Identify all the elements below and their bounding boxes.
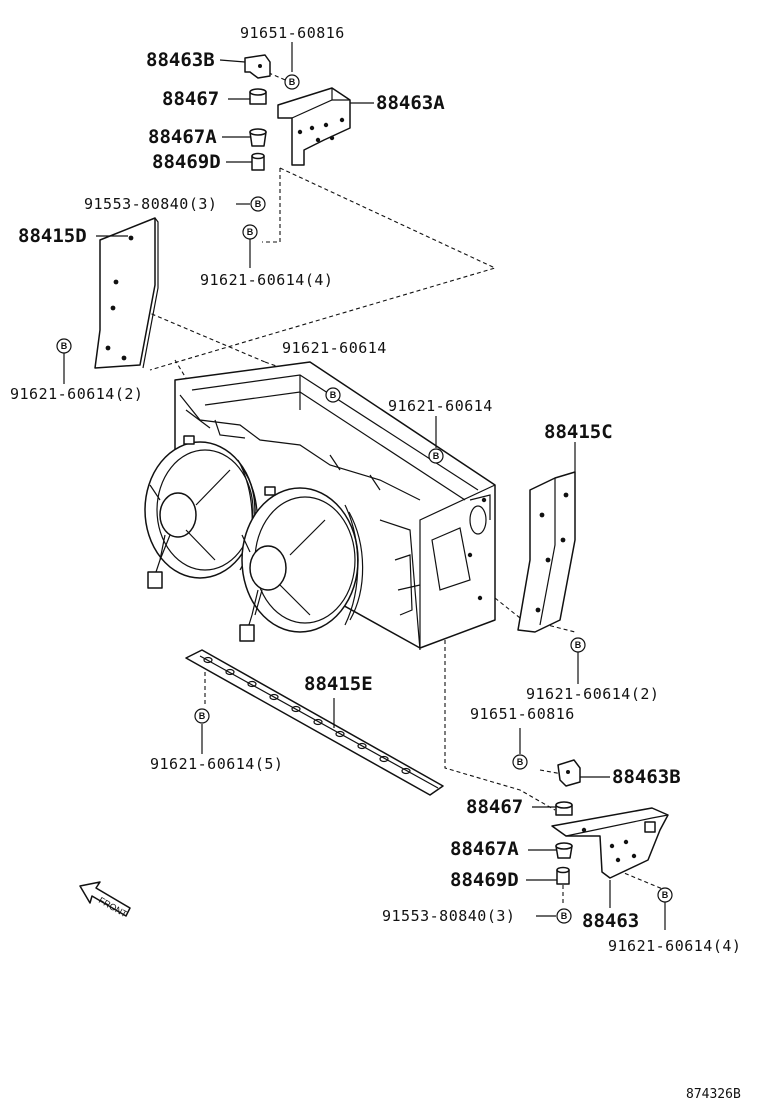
bolt-marker-8: B: [194, 708, 210, 724]
label-88469D-bottom: 88469D: [450, 869, 519, 891]
label-91621-60614-a: 91621-60614: [282, 339, 387, 357]
label-88467-bottom: 88467: [466, 796, 523, 818]
label-91651-60816-top: 91651-60816: [240, 24, 345, 42]
svg-text:B: B: [255, 199, 262, 209]
label-88467A-top: 88467A: [148, 126, 217, 148]
label-91621-60614-b: 91621-60614: [388, 397, 493, 415]
label-91621-60614-2-left: 91621-60614(2): [10, 385, 143, 403]
leader-lines: [63, 42, 666, 930]
svg-text:B: B: [61, 341, 68, 351]
lower-collar-88469D: [556, 866, 570, 885]
svg-text:B: B: [330, 390, 337, 400]
label-88463A: 88463A: [376, 92, 445, 114]
label-91621-60614-4-bottom: 91621-60614(4): [608, 937, 741, 955]
reference-code: 874326B: [686, 1087, 741, 1102]
bolt-marker-5: B: [325, 387, 341, 403]
svg-text:B: B: [289, 77, 296, 87]
svg-text:B: B: [662, 890, 669, 900]
bolt-marker-7: B: [570, 637, 586, 653]
svg-text:B: B: [199, 711, 206, 721]
label-91651-60816-bottom: 91651-60816: [470, 705, 575, 723]
lower-mount-bracket-88463: [551, 807, 669, 879]
radiator-fan-assembly: [144, 361, 496, 651]
top-mount-bracket-88463A: [277, 87, 351, 166]
front-direction-arrow: FRONT: [79, 881, 131, 919]
cushion-88467: [249, 88, 267, 105]
label-88467-top: 88467: [162, 88, 219, 110]
label-88463B-bottom: 88463B: [612, 766, 681, 788]
label-88463: 88463: [582, 910, 639, 932]
svg-text:B: B: [561, 911, 568, 921]
bolt-marker-3: B: [242, 224, 258, 240]
bolt-marker-9: B: [512, 754, 528, 770]
svg-text:B: B: [517, 757, 524, 767]
part-labels: 91651-60816 88463B 88467 88463A 88467A 8…: [10, 24, 741, 955]
label-91621-60614-2-right: 91621-60614(2): [526, 685, 659, 703]
lower-bracket-88463B: [557, 759, 581, 787]
bolt-marker-4: B: [56, 338, 72, 354]
label-91621-60614-4-top: 91621-60614(4): [200, 271, 333, 289]
side-seal-88415D: [94, 217, 159, 369]
side-seal-88415C: [517, 471, 576, 633]
label-91621-60614-5: 91621-60614(5): [150, 755, 283, 773]
bolt-marker-1: B: [284, 74, 300, 90]
svg-text:B: B: [247, 227, 254, 237]
collar-88469D: [251, 152, 265, 171]
label-88415E: 88415E: [304, 673, 373, 695]
label-88463B-top: 88463B: [146, 49, 215, 71]
lower-cushion-88467: [555, 801, 573, 816]
cushion-88467A: [249, 128, 267, 147]
bolt-marker-2: B: [250, 196, 266, 212]
label-88467A-bottom: 88467A: [450, 838, 519, 860]
label-88415D: 88415D: [18, 225, 87, 247]
svg-text:B: B: [575, 640, 582, 650]
bolt-marker-11: B: [657, 887, 673, 903]
label-91553-80840-top: 91553-80840(3): [84, 195, 217, 213]
bolt-marker-6: B: [428, 448, 444, 464]
bottom-seal-88415E: [185, 649, 444, 796]
lower-cushion-88467A: [555, 842, 573, 859]
label-88469D-top: 88469D: [152, 151, 221, 173]
bolt-marker-10: B: [556, 908, 572, 924]
small-bracket-88463B: [244, 54, 271, 79]
svg-text:B: B: [433, 451, 440, 461]
label-91553-80840-bottom: 91553-80840(3): [382, 907, 515, 925]
label-88415C: 88415C: [544, 421, 613, 443]
